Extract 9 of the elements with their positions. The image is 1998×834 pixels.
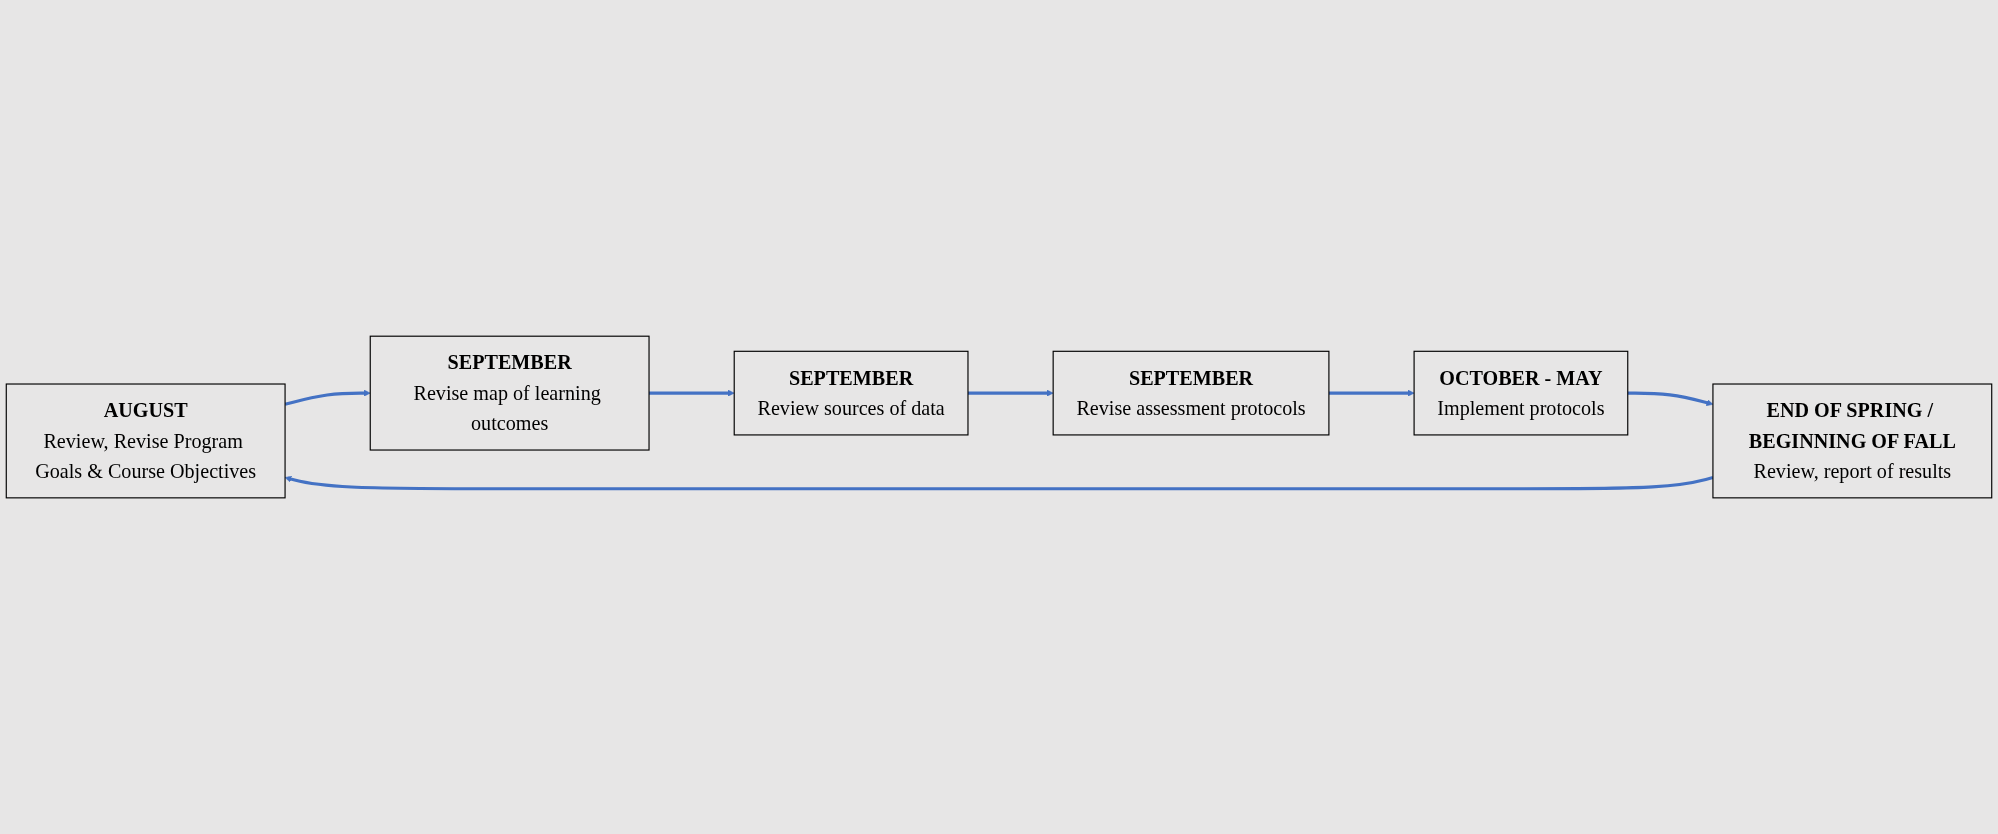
arrow <box>649 389 735 397</box>
arrow <box>968 389 1054 397</box>
node-box: SEPTEMBER Revise assessment protocols <box>1052 350 1330 436</box>
node-box: OCTOBER - MAY Implement protocols <box>1413 350 1629 436</box>
node-box: AUGUST Review, Revise Program Goals & Course Objectives <box>5 383 286 499</box>
node-box: SEPTEMBER Revise map of learning outcomes <box>369 335 650 451</box>
node-box: END OF SPRING / BEGINNING OF FALL Review, report of results <box>1712 383 1993 499</box>
node-box: SEPTEMBER Review sources of data <box>733 350 969 436</box>
arrow <box>1328 389 1415 397</box>
